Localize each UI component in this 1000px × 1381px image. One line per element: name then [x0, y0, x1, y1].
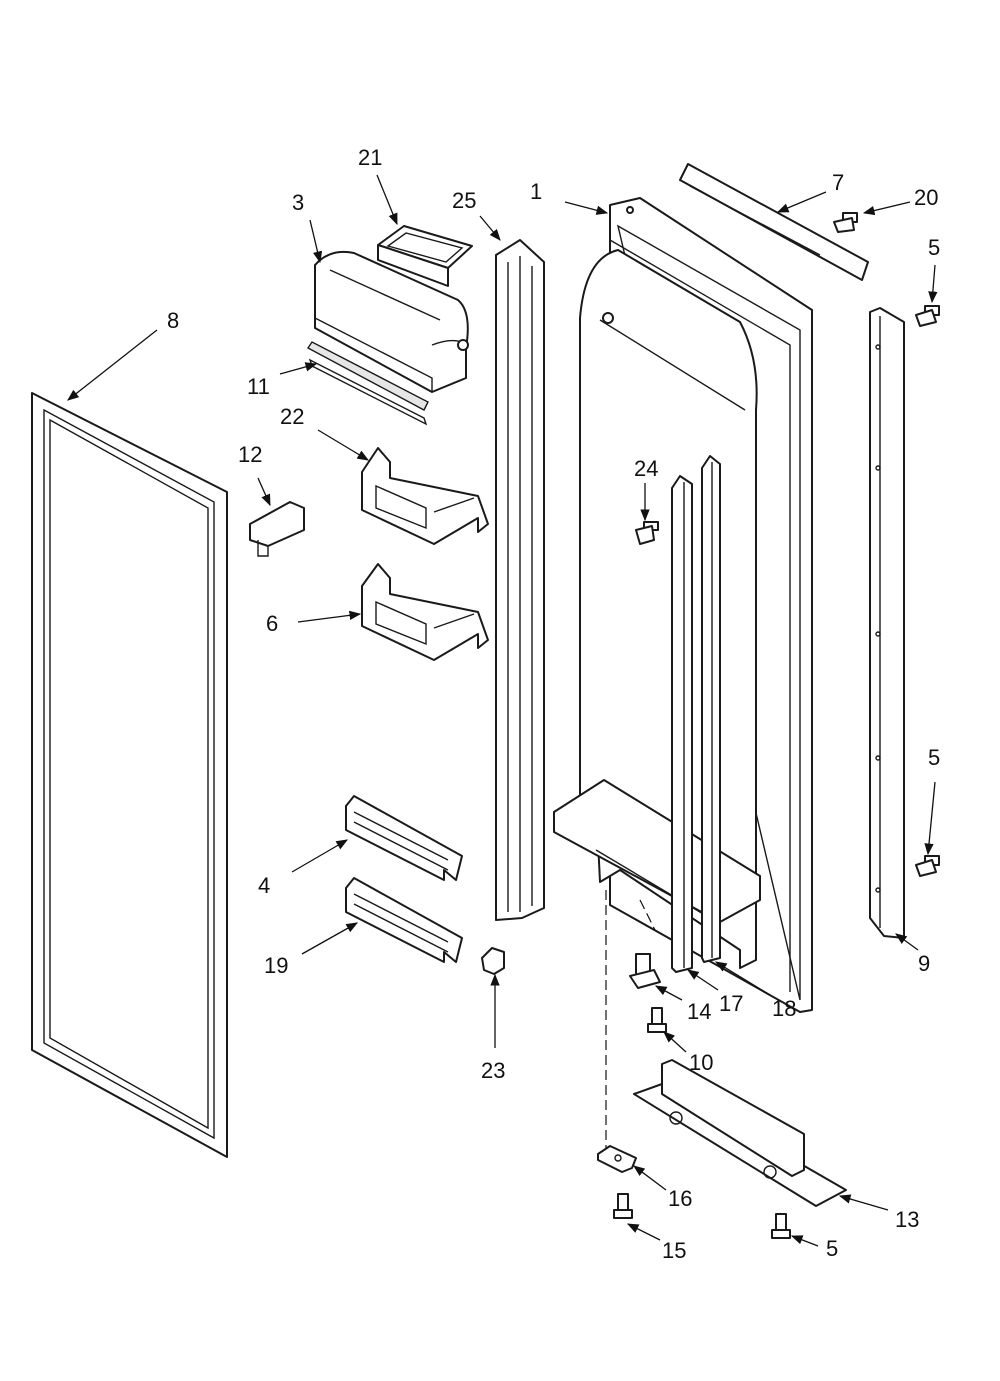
part-5-screw-middle [915, 855, 940, 877]
part-18-vertical-rail [701, 455, 721, 963]
callout-5-bottom: 5 [826, 1236, 838, 1261]
callout-9: 9 [918, 951, 930, 976]
part-25-vertical-strip [495, 239, 545, 921]
part-5-screw-bottom [771, 1213, 791, 1239]
callout-19: 19 [264, 953, 288, 978]
callout-6: 6 [266, 611, 278, 636]
part-24-screw [635, 521, 659, 545]
part-13-bottom-bracket [633, 1059, 847, 1207]
part-17-vertical-rail [671, 475, 693, 973]
callout-22: 22 [280, 404, 304, 429]
part-6-shelf-bin [361, 563, 489, 661]
callout-5-top: 5 [928, 235, 940, 260]
part-14-hinge-pin [629, 953, 661, 989]
callout-12: 12 [238, 442, 262, 467]
part-20-screw [833, 212, 858, 233]
leader-lines [67, 174, 938, 1247]
callout-21: 21 [358, 145, 382, 170]
callout-8: 8 [167, 308, 179, 333]
callout-17: 17 [719, 991, 743, 1016]
hinge-axis-guide-2 [639, 899, 656, 931]
callout-24: 24 [634, 456, 658, 481]
callout-14: 14 [687, 999, 711, 1024]
part-10-screw [647, 1007, 667, 1033]
part-4-door-rail [345, 795, 463, 881]
part-23-clip [481, 947, 505, 975]
callout-10: 10 [689, 1050, 713, 1075]
callout-5-middle: 5 [928, 745, 940, 770]
callout-18: 18 [772, 996, 796, 1021]
callout-3: 3 [292, 190, 304, 215]
part-22-shelf-bin [361, 447, 489, 545]
callout-23: 23 [481, 1058, 505, 1083]
part-3-dairy-bin [314, 250, 469, 393]
part-9-side-trim [869, 307, 905, 939]
part-5-screw-top [915, 305, 940, 327]
part-12-clip [249, 501, 305, 557]
part-8-door-gasket [31, 392, 228, 1158]
callout-11: 11 [247, 374, 270, 399]
callout-numbers: 21 3 25 1 7 20 5 8 11 22 12 24 6 5 4 19 … [167, 145, 940, 1263]
callout-16: 16 [668, 1186, 692, 1211]
part-15-screw [613, 1193, 633, 1219]
callout-25: 25 [452, 188, 476, 213]
callout-4: 4 [258, 873, 270, 898]
part-7-top-trim [679, 163, 869, 281]
callout-20: 20 [914, 185, 938, 210]
callout-13: 13 [895, 1207, 919, 1232]
part-19-door-rail [345, 877, 463, 963]
callout-7: 7 [832, 170, 844, 195]
callout-15: 15 [662, 1238, 686, 1263]
part-16-hinge-block [597, 1145, 637, 1173]
callout-1: 1 [530, 179, 542, 204]
part-21-bin-cover [377, 225, 473, 287]
